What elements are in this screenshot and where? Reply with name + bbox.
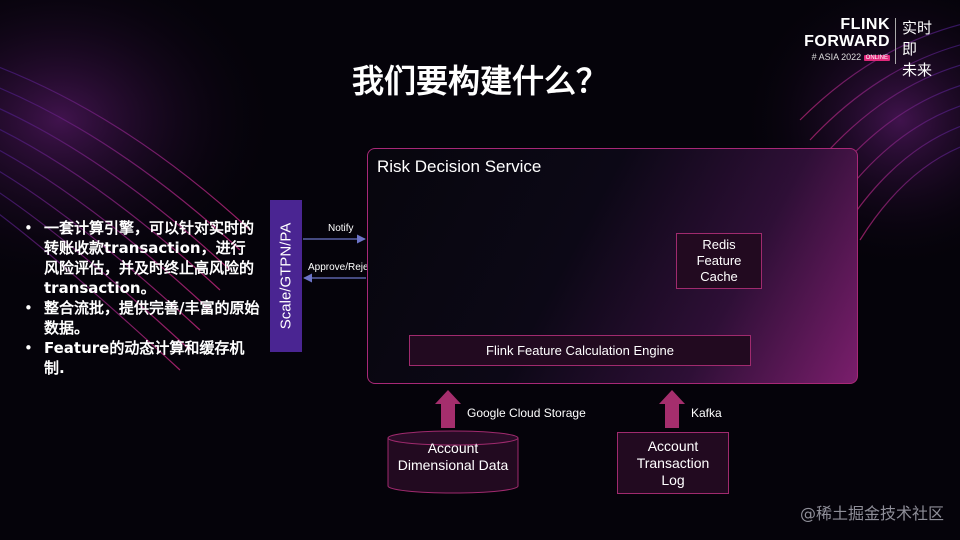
bullet-item: 整合流批，提供完善/丰富的原始数据。 [22, 298, 260, 338]
slide-title: 我们要构建什么？ [351, 62, 608, 100]
scale-gtpn-pa-box: Scale/GTPN/PA [270, 200, 302, 352]
logo-subtitle: # ASIA 2022 ONLINE [786, 52, 890, 62]
logo-slogan-line2: 未来 [902, 61, 933, 79]
bullet-item: 一套计算引擎，可以针对实时的转账收款transaction，进行风险评估，并及时… [22, 218, 260, 298]
flink-engine-label: Flink Feature Calculation Engine [486, 343, 674, 358]
flink-engine-box: Flink Feature Calculation Engine [409, 335, 751, 366]
kafka-up-arrow [659, 390, 685, 428]
account-dimensional-data-label: Account Dimensional Data [397, 440, 509, 473]
logo-line-flink: FLINK [840, 16, 890, 33]
redis-feature-cache-box: Redis Feature Cache [676, 233, 762, 289]
logo-slogan-line1: 实时即 [902, 19, 933, 58]
watermark: @稀土掘金技术社区 [799, 504, 944, 523]
bullet-item: Feature的动态计算和缓存机制. [22, 338, 260, 378]
approve-reject-label: Approve/Reject [308, 262, 377, 273]
flink-forward-logo: FLINK FORWARD # ASIA 2022 ONLINE 实时即 未来 [786, 16, 936, 79]
gcs-label: Google Cloud Storage [467, 406, 586, 420]
scale-gtpn-pa-label: Scale/GTPN/PA [277, 222, 295, 330]
logo-slogan: 实时即 未来 [902, 18, 938, 81]
logo-subtitle-text: # ASIA 2022 [811, 52, 862, 62]
account-transaction-log-label: Account Transaction Log [636, 437, 710, 488]
account-transaction-log-box: Account Transaction Log [617, 432, 729, 494]
notify-label: Notify [328, 223, 354, 234]
kafka-label: Kafka [691, 406, 722, 420]
logo-divider [895, 18, 896, 64]
gcs-up-arrow [435, 390, 461, 428]
logo-line-forward: FORWARD [804, 33, 890, 50]
risk-decision-service-title: Risk Decision Service [377, 157, 542, 176]
logo-online-tag: ONLINE [863, 54, 890, 61]
logo-wordmark: FLINK FORWARD [786, 16, 890, 50]
bullet-list: 一套计算引擎，可以针对实时的转账收款transaction，进行风险评估，并及时… [22, 218, 260, 378]
redis-feature-cache-label: Redis Feature Cache [696, 237, 742, 284]
